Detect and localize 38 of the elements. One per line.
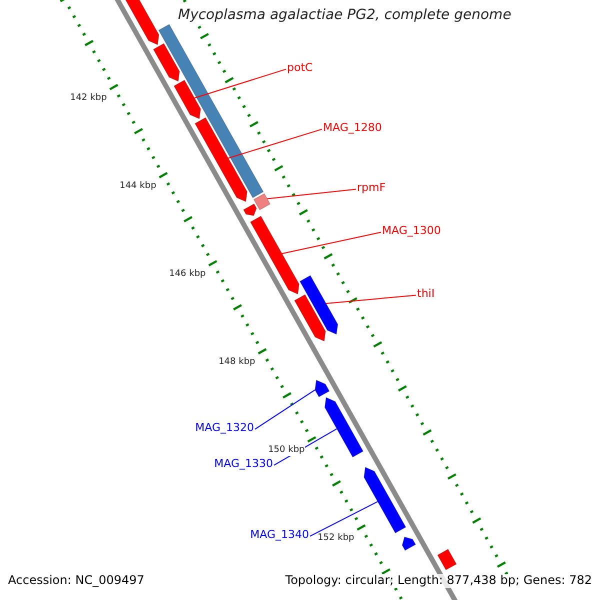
gene-feature (174, 80, 201, 120)
gene-label: MAG_1300 (382, 224, 441, 238)
gene-feature (300, 275, 338, 335)
scale-label: 144 kbp (120, 182, 156, 192)
gene-feature (250, 216, 300, 295)
gene-feature (314, 380, 330, 398)
info-text: Accession: NC_009497 (8, 574, 144, 588)
leader-line (228, 128, 322, 159)
leader-line (281, 232, 382, 254)
gene-feature (294, 294, 326, 342)
leader-line (310, 501, 378, 537)
gene-label: rpmF (357, 182, 386, 194)
leader-line (254, 389, 316, 430)
leader-line (266, 188, 356, 200)
gene-label: MAG_1330 (214, 458, 273, 470)
scale-label: 148 kbp (218, 358, 256, 368)
gene-feature (324, 397, 364, 458)
gene-feature (364, 466, 406, 534)
gene-label: MAG_1280 (323, 122, 382, 134)
scale-label: 152 kbp (318, 534, 354, 544)
gene-feature (243, 204, 257, 216)
title: Mycoplasma agalactiae PG2, complete genome (176, 8, 514, 24)
scale-label: 142 kbp (70, 94, 107, 104)
gene-label: MAG_1320 (195, 422, 254, 434)
gene-label: MAG_1340 (250, 528, 309, 542)
info-text: Topology: circular; Length: 877,438 bp; Genes: 782 (285, 574, 592, 588)
gene-band (158, 24, 264, 198)
gene-feature (194, 117, 248, 202)
scale-label: 150 kbp (268, 446, 305, 456)
gene-band (437, 548, 457, 570)
gene-band (253, 193, 270, 210)
gene-feature (153, 43, 180, 82)
leader-line (194, 68, 286, 98)
gene-label: thiI (417, 288, 435, 300)
gene-feature (402, 536, 416, 551)
gene-label: potC (287, 62, 313, 74)
scale-label: 146 kbp (169, 270, 206, 280)
leader-line (326, 294, 416, 304)
